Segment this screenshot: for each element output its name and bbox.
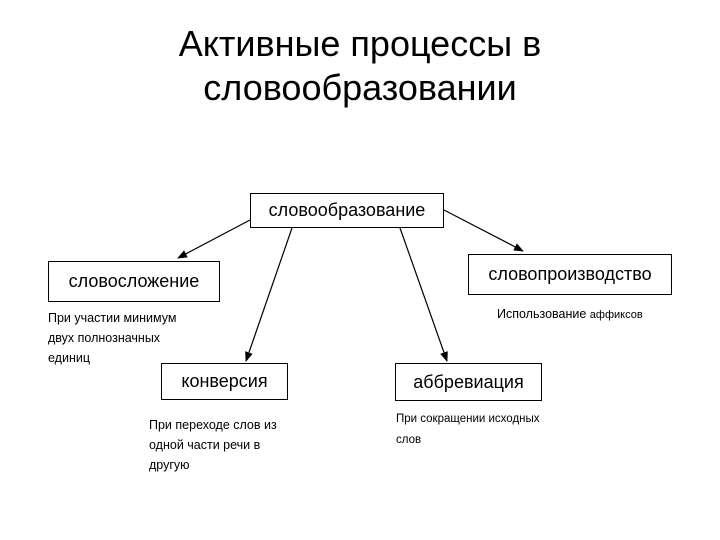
note-conversion: При переходе слов из одной части речи в … <box>149 415 277 475</box>
note-conversion-line-2: одной части речи в <box>149 438 261 452</box>
note-compounding-line-1: При участии минимум <box>48 311 177 325</box>
node-derivation-label: словопроизводство <box>488 264 652 284</box>
node-abbreviation-label: аббревиация <box>413 371 524 392</box>
node-compounding-label: словосложение <box>68 271 200 291</box>
connector-to-conversion <box>245 227 293 362</box>
connector-to-compounding <box>177 219 251 259</box>
note-abbreviation-line-1: При сокращении исходных <box>396 413 540 425</box>
note-derivation: Использование аффиксов <box>497 304 643 325</box>
node-derivation: словопроизводство <box>468 254 672 295</box>
node-compounding: словосложение <box>48 261 220 302</box>
note-derivation-part-2: аффиксов <box>589 309 643 321</box>
note-conversion-line-3: другую <box>149 458 190 472</box>
note-abbreviation-line-2: слов <box>396 434 422 446</box>
slide-title-line-1: Активные процессы в <box>178 23 542 64</box>
note-compounding: При участии минимум двух полнозначных ед… <box>48 308 176 368</box>
note-compounding-line-2: двух полнозначных <box>48 331 161 345</box>
note-conversion-line-1: При переходе слов из <box>149 418 277 432</box>
slide-title-line-2: словообразовании <box>203 67 517 108</box>
note-derivation-part-1: Использование <box>497 307 590 321</box>
slide-title: Активные процессы в словообразовании <box>0 22 720 110</box>
connector-to-abbreviation <box>399 227 448 362</box>
node-word-formation-label: словообразование <box>268 200 426 220</box>
node-abbreviation: аббревиация <box>395 363 542 401</box>
connector-to-derivation <box>443 209 524 252</box>
node-conversion: конверсия <box>161 363 288 400</box>
note-abbreviation: При сокращении исходных слов <box>396 409 540 451</box>
note-compounding-line-3: единиц <box>48 351 90 365</box>
node-conversion-label: конверсия <box>181 371 268 391</box>
node-word-formation: словообразование <box>250 193 444 228</box>
